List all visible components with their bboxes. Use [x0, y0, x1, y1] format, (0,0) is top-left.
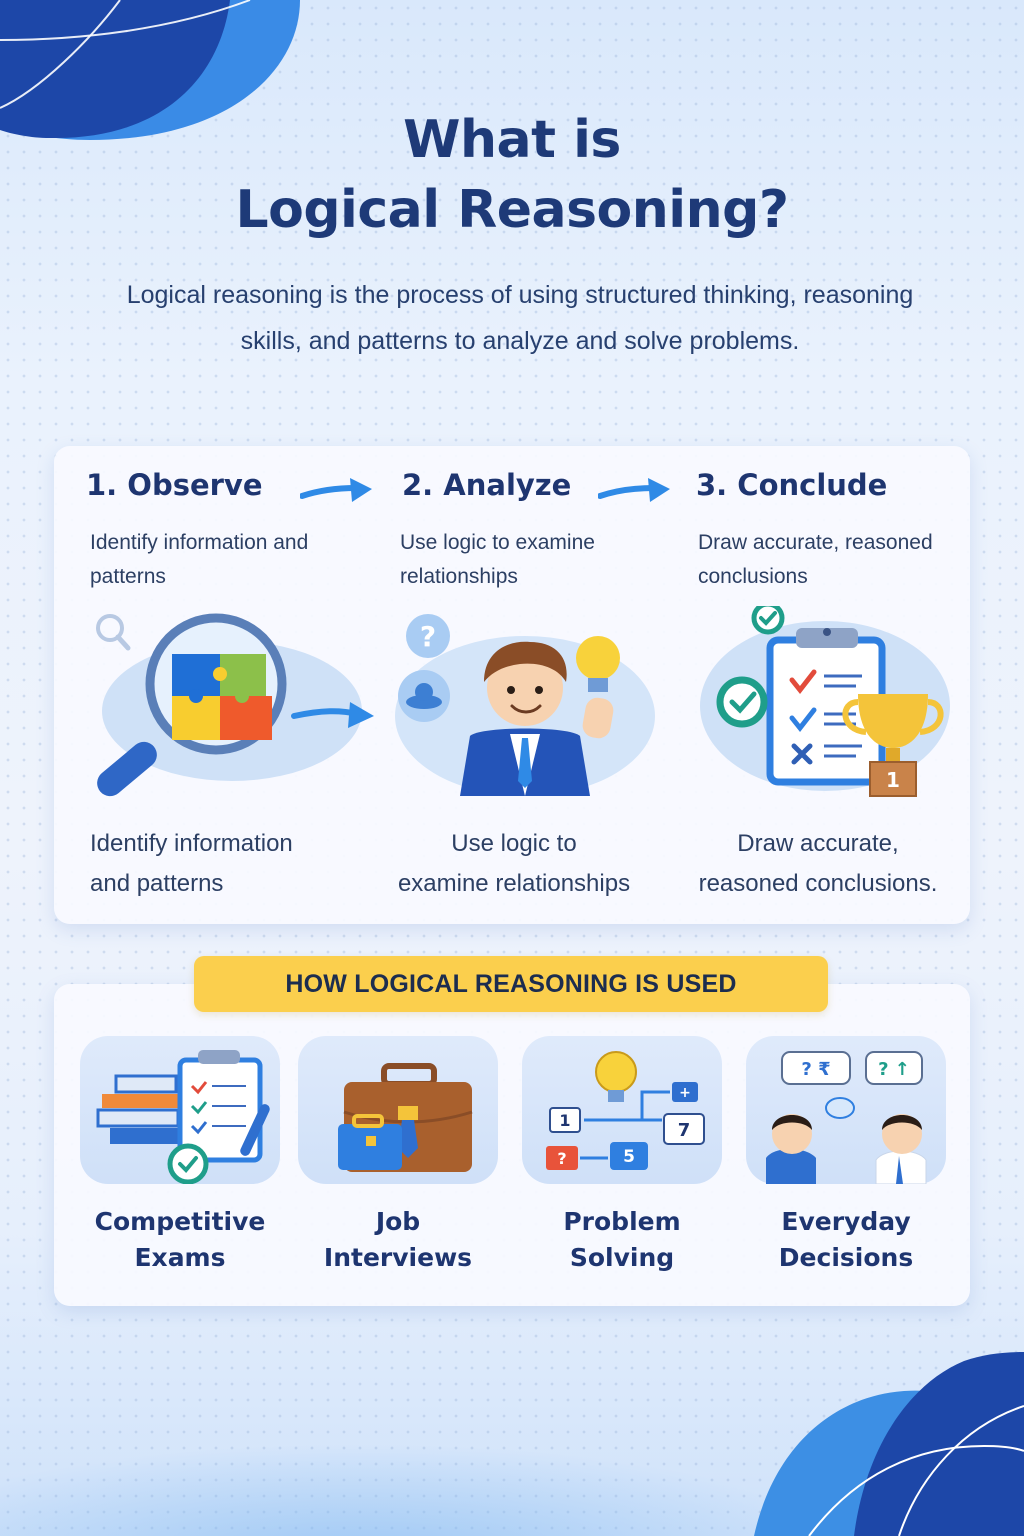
svg-text:+: + — [679, 1085, 691, 1101]
svg-text:1: 1 — [886, 768, 900, 792]
svg-text:7: 7 — [678, 1120, 691, 1141]
briefcase-icon — [338, 1063, 473, 1172]
checklist-trophy-icon: 1 — [700, 606, 950, 797]
use-label: Everyday Decisions — [778, 1207, 914, 1272]
uses-card: Competitive Exams Job Interviews — [54, 984, 970, 1306]
step-analyze: 2. Analyze Use logic to examine relation… — [364, 446, 664, 924]
use-tile — [298, 1036, 498, 1184]
title-line-1: What is — [403, 110, 621, 170]
flow-arrow-icon — [598, 478, 670, 502]
step-caption: Identify information and patterns — [90, 830, 293, 897]
two-people-talking-icon: ? ₹ ? ↑ — [766, 1051, 927, 1185]
step-description: Identify information and patterns — [90, 531, 309, 588]
definition-text: Logical reasoning is the process of usin… — [126, 281, 914, 355]
use-job-interviews: Job Interviews — [298, 1036, 504, 1286]
uses-section-banner: HOW LOGICAL REASONING IS USED — [194, 956, 828, 1012]
svg-text:?: ? — [557, 1149, 566, 1168]
businessman-lightbulb-icon: ? — [395, 614, 655, 796]
use-tile: ? ₹ ? ↑ — [746, 1036, 946, 1185]
step-heading: 3. Conclude — [696, 468, 888, 502]
reasoning-steps-card: 1. Observe Identify information and patt… — [54, 446, 970, 924]
use-everyday-decisions: ? ₹ ? ↑ Everyday Decisions — [746, 1036, 952, 1286]
step-heading: 1. Observe — [86, 468, 263, 502]
step-conclude: 3. Conclude Draw accurate, reasoned conc… — [666, 446, 966, 924]
use-tile: 1 ? 5 7 + — [522, 1036, 722, 1184]
use-tile — [80, 1036, 280, 1185]
step-heading: 2. Analyze — [402, 468, 572, 502]
svg-text:?: ? — [420, 620, 436, 653]
step-observe: 1. Observe Identify information and patt… — [54, 446, 374, 924]
svg-text:1: 1 — [559, 1111, 570, 1130]
magnifying-glass-puzzle-icon — [96, 613, 374, 797]
step-caption: Use logic to examine relationships — [397, 830, 631, 897]
svg-text:? ₹: ? ₹ — [801, 1059, 830, 1080]
use-competitive-exams: Competitive Exams — [80, 1036, 286, 1286]
step-caption: Draw accurate, reasoned conclusions. — [698, 830, 938, 897]
title-line-2: Logical Reasoning? — [235, 180, 789, 240]
svg-text:? ↑: ? ↑ — [878, 1059, 910, 1080]
use-label: Competitive Exams — [94, 1207, 266, 1272]
step-description: Draw accurate, reasoned conclusions — [698, 531, 933, 588]
svg-text:5: 5 — [623, 1147, 635, 1167]
step-description: Use logic to examine relationships — [400, 531, 595, 588]
use-label: Job Interviews — [323, 1207, 473, 1272]
use-label: Problem Solving — [563, 1207, 681, 1272]
lightbulb-flowchart-icon: 1 ? 5 7 + — [546, 1051, 705, 1170]
flow-arrow-icon — [300, 478, 372, 502]
books-clipboard-icon — [96, 1050, 270, 1185]
page-title: What is Logical Reasoning? — [0, 105, 1024, 245]
use-problem-solving: 1 ? 5 7 + Problem Solving — [522, 1036, 728, 1286]
